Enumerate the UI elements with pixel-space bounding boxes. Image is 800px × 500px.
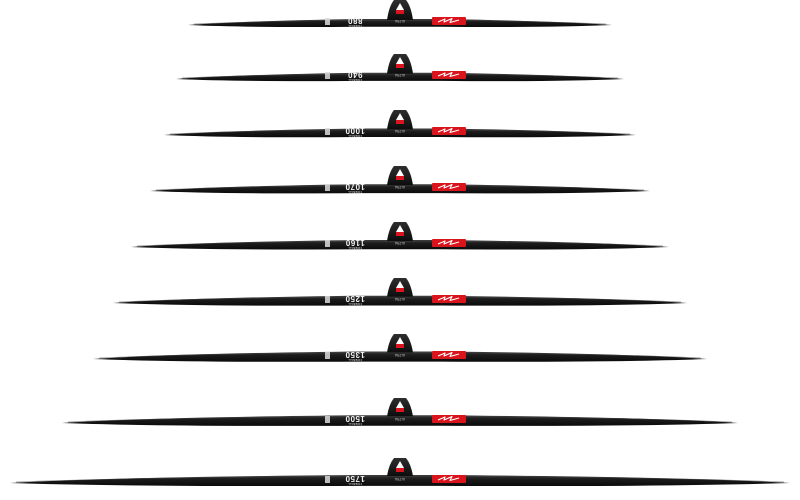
size-logo-block-icon — [325, 240, 330, 247]
red-brand-sticker-icon — [432, 127, 466, 135]
red-brand-sticker-icon — [432, 239, 466, 247]
fireball-mount-logo-icon — [396, 113, 404, 124]
wing-size-label: 1250 — [345, 294, 365, 303]
fireball-mount-logo-icon — [396, 401, 404, 412]
brand-mark: FIREBALL — [348, 190, 363, 194]
brand-mark: FIREBALL — [348, 302, 363, 306]
model-mark: ULTRA — [394, 477, 405, 481]
wing-size-label: 1750 — [345, 474, 365, 483]
wing-size-label: 1160 — [345, 238, 364, 247]
wing-size-label: 940 — [348, 70, 363, 79]
model-mark: ULTRA — [394, 19, 405, 23]
fireball-mount-logo-icon — [396, 3, 404, 14]
brand-mark: FIREBALL — [348, 358, 363, 362]
size-logo-block-icon — [325, 184, 330, 191]
red-brand-sticker-icon — [432, 415, 466, 423]
red-brand-sticker-icon — [432, 71, 466, 79]
brand-mark: FIREBALL — [348, 422, 363, 426]
fireball-mount-logo-icon — [396, 461, 404, 472]
model-mark: ULTRA — [394, 185, 405, 189]
wing-size-label: 1350 — [345, 350, 365, 359]
fireball-mount-logo-icon — [396, 225, 404, 236]
size-logo-block-icon — [325, 296, 330, 303]
size-logo-block-icon — [325, 416, 330, 423]
model-mark: ULTRA — [394, 73, 405, 77]
fireball-mount-logo-icon — [396, 337, 404, 348]
red-brand-sticker-icon — [432, 183, 466, 191]
fireball-mount-logo-icon — [396, 281, 404, 292]
brand-mark: FIREBALL — [348, 134, 363, 138]
model-mark: ULTRA — [394, 241, 405, 245]
model-mark: ULTRA — [394, 417, 405, 421]
wing-size-label: 1500 — [345, 414, 365, 423]
fireball-mount-logo-icon — [396, 57, 404, 68]
red-brand-sticker-icon — [432, 351, 466, 359]
model-mark: ULTRA — [394, 297, 405, 301]
wing-size-label: 880 — [348, 16, 363, 25]
model-mark: ULTRA — [394, 129, 405, 133]
brand-mark: FIREBALL — [348, 78, 363, 82]
wing-size-label: 1070 — [345, 182, 365, 191]
brand-mark: FIREBALL — [348, 482, 363, 486]
size-logo-block-icon — [325, 476, 330, 483]
brand-mark: FIREBALL — [348, 246, 363, 250]
fireball-mount-logo-icon — [396, 169, 404, 180]
size-logo-block-icon — [325, 352, 330, 359]
size-logo-block-icon — [325, 128, 330, 135]
red-brand-sticker-icon — [432, 295, 466, 303]
red-brand-sticker-icon — [432, 17, 466, 25]
red-brand-sticker-icon — [432, 475, 466, 483]
wing-size-label: 1000 — [345, 126, 365, 135]
size-logo-block-icon — [325, 72, 330, 79]
brand-mark: FIREBALL — [348, 24, 363, 28]
model-mark: ULTRA — [394, 353, 405, 357]
size-logo-block-icon — [325, 18, 330, 25]
